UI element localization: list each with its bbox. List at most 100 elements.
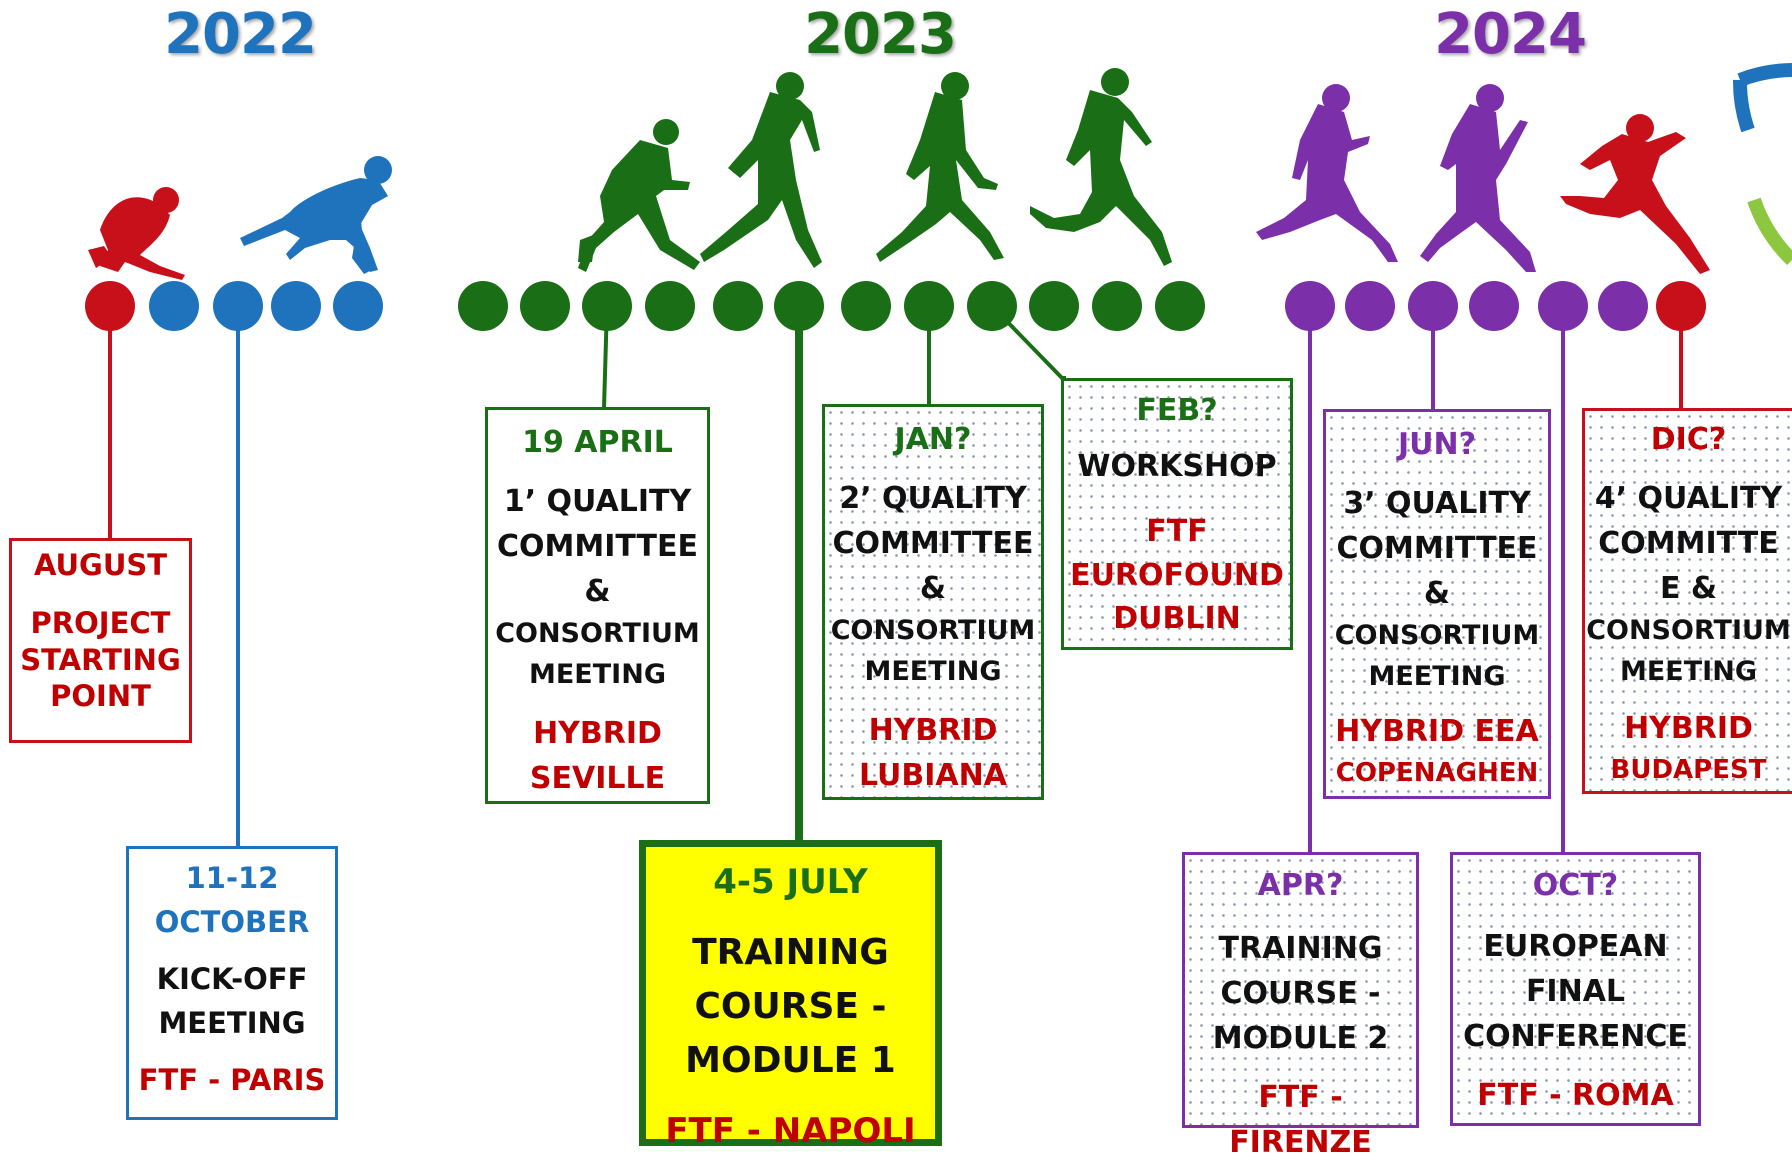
event-location: HYBRID — [1624, 711, 1753, 746]
runner-figures — [88, 68, 1710, 280]
event-location: FTF - ROMA — [1477, 1078, 1674, 1113]
year-2024-heading: 2024 — [1434, 2, 1587, 67]
running-figure-icon — [1420, 84, 1536, 272]
dot — [213, 281, 263, 331]
event-title-line: 4’ QUALITY — [1594, 481, 1783, 516]
logo-ring — [1732, 63, 1792, 266]
event-title-line: 2’ QUALITY — [839, 481, 1027, 516]
event-date: JUN? — [1397, 427, 1477, 462]
event-title-line: COMMITTE — [1598, 526, 1779, 561]
event-date: 19 APRIL — [522, 425, 673, 460]
event-title-line: MEETING — [864, 655, 1002, 687]
dot — [582, 281, 632, 331]
event-box-feb: FEB? WORKSHOP FTF EUROFOUND DUBLIN — [1061, 378, 1293, 650]
event-title-line: & — [1423, 576, 1451, 611]
event-date: 4-5 JULY — [713, 862, 868, 902]
event-location: FTF - NAPOLI — [665, 1111, 916, 1151]
event-title-line: WORKSHOP — [1077, 448, 1277, 484]
dot — [841, 281, 891, 331]
event-box-19-april: 19 APRIL 1’ QUALITY COMMITTEE & CONSORTI… — [485, 407, 710, 804]
running-figure-icon — [1560, 114, 1710, 274]
running-figure-icon — [876, 72, 1004, 262]
event-title-line: MEETING — [1620, 655, 1757, 687]
event-title-line: COMMITTEE — [832, 526, 1034, 561]
event-title-line: CONSORTIUM — [1586, 615, 1791, 646]
event-title-line: CONSORTIUM — [1334, 620, 1540, 651]
event-title-line: MODULE 2 — [1212, 1021, 1389, 1056]
event-date: 11-12 — [185, 861, 279, 895]
event-date: OCT? — [1532, 868, 1619, 903]
event-box-4-5-july: 4-5 JULY TRAINING COURSE - MODULE 1 FTF … — [639, 840, 942, 1151]
event-date: DIC? — [1650, 422, 1727, 457]
dot — [967, 281, 1017, 331]
dot — [1092, 281, 1142, 331]
event-date: JAN? — [894, 422, 972, 457]
event-date: FEB? — [1136, 393, 1218, 428]
event-title-line: POINT — [50, 678, 151, 713]
running-figure-icon — [578, 119, 700, 272]
event-title-line: KICK-OFF — [156, 962, 308, 996]
crouching-runner-icon — [88, 187, 185, 280]
event-title-line: COURSE - — [694, 986, 887, 1027]
event-box-oct: OCT? EUROPEAN FINAL CONFERENCE FTF - ROM… — [1450, 852, 1701, 1126]
event-title-line: & — [919, 571, 947, 606]
event-location: DUBLIN — [1113, 601, 1241, 636]
event-box-apr: APR? TRAINING COURSE - MODULE 2 FTF - FI… — [1182, 852, 1419, 1160]
dot — [1029, 281, 1079, 331]
dot — [713, 281, 763, 331]
dot — [1155, 281, 1205, 331]
event-location: LUBIANA — [859, 758, 1007, 793]
event-box-jan: JAN? 2’ QUALITY COMMITTEE & CONSORTIUM M… — [822, 404, 1044, 800]
event-location: BUDAPEST — [1610, 755, 1767, 785]
event-title-line: COMMITTEE — [1336, 531, 1538, 566]
event-title-line: MODULE 1 — [685, 1040, 896, 1081]
event-title-line: TRAINING — [1218, 931, 1383, 966]
event-date: APR? — [1257, 868, 1344, 903]
dot — [774, 281, 824, 331]
event-title-line: FINAL — [1525, 974, 1626, 1009]
dot — [149, 281, 199, 331]
dot — [1285, 281, 1335, 331]
event-title-line: MEETING — [529, 658, 666, 690]
event-title-line: CONSORTIUM — [830, 615, 1036, 646]
dot — [1469, 281, 1519, 331]
dot — [645, 281, 695, 331]
running-figure-icon — [1030, 68, 1172, 266]
event-box-dic: DIC? 4’ QUALITY COMMITTE E & CONSORTIUM … — [1582, 408, 1792, 794]
event-title-line: PROJECT — [30, 606, 171, 641]
event-title-line: MEETING — [1368, 660, 1506, 692]
event-title-line: 1’ QUALITY — [503, 484, 692, 519]
dot — [458, 281, 508, 331]
dot — [1598, 281, 1648, 331]
event-location: COPENAGHEN — [1335, 758, 1539, 788]
event-title-line: MEETING — [158, 1005, 306, 1040]
year-2022-heading: 2022 — [164, 2, 317, 67]
starting-block-runner-icon — [240, 156, 392, 274]
event-location: FTF - FIRENZE — [1229, 1080, 1372, 1160]
running-figure-icon — [700, 72, 822, 268]
event-location: HYBRID — [533, 716, 662, 751]
event-title-line: CONFERENCE — [1463, 1019, 1688, 1054]
dot — [520, 281, 570, 331]
event-location: FTF - PARIS — [138, 1063, 326, 1097]
event-title-line: 3’ QUALITY — [1343, 486, 1531, 521]
dot — [1408, 281, 1458, 331]
event-title-line: EUROPEAN — [1483, 929, 1668, 964]
dot — [904, 281, 954, 331]
event-title-line: E & — [1659, 571, 1718, 606]
event-location: SEVILLE — [529, 761, 666, 796]
event-date: OCTOBER — [154, 904, 310, 939]
dot — [271, 281, 321, 331]
event-title-line: COURSE - — [1220, 976, 1381, 1011]
event-box-jun: JUN? 3’ QUALITY COMMITTEE & CONSORTIUM M… — [1323, 409, 1551, 799]
event-title-line: CONSORTIUM — [495, 618, 700, 649]
event-title-line: TRAINING — [692, 932, 889, 973]
event-date: AUGUST — [33, 548, 168, 582]
running-figure-icon — [1256, 84, 1398, 262]
dot — [333, 281, 383, 331]
event-location: HYBRID — [868, 713, 998, 748]
dot — [1345, 281, 1395, 331]
dot — [85, 281, 135, 331]
year-2023-heading: 2023 — [804, 2, 957, 67]
